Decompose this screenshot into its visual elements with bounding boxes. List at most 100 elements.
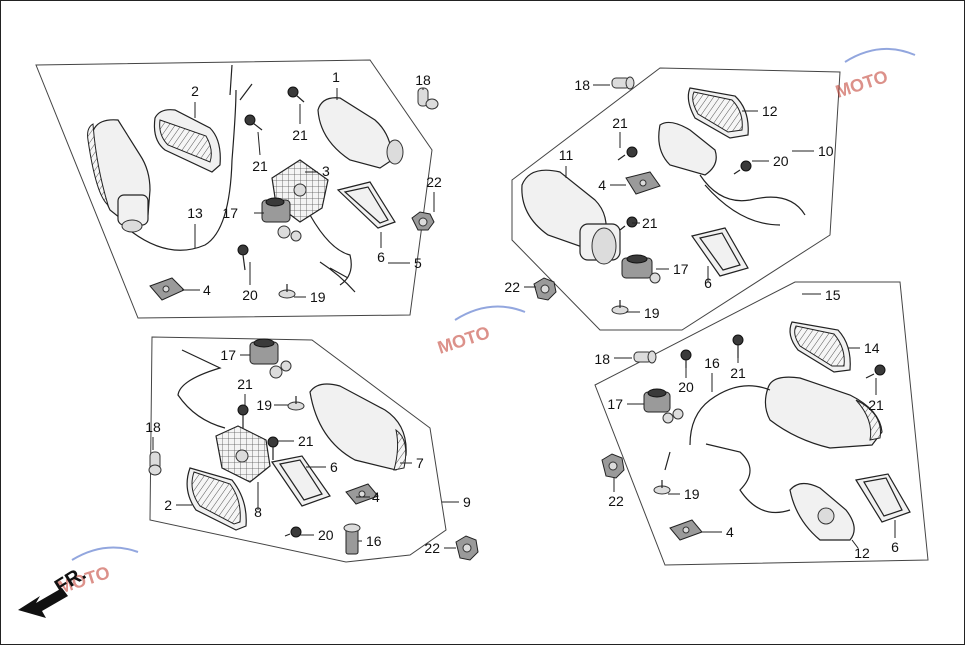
callout-g3-18: 18 — [145, 419, 161, 435]
screw-21-rear-left-a — [237, 404, 249, 428]
bulb-18-front-right — [611, 76, 635, 90]
gasket-6-rear-left — [270, 455, 331, 507]
group-outline-rear-right — [594, 281, 929, 566]
bulb-18-front-left — [417, 87, 439, 110]
callout-g3-2: 2 — [164, 497, 172, 513]
group-rear-left-parts — [148, 338, 479, 561]
callout-g3-22: 22 — [424, 540, 440, 556]
watermark-logo-center: MOTO — [435, 305, 526, 358]
group-front-left-parts — [87, 64, 439, 301]
indicator-body-10 — [658, 121, 806, 226]
callout-g4-14: 14 — [864, 340, 880, 356]
svg-text:MOTO: MOTO — [435, 322, 492, 358]
callout-g4-21b: 21 — [868, 397, 884, 413]
connector-5-front-left — [319, 261, 356, 293]
lens-12-front-right — [687, 87, 749, 139]
callout-g1-5: 5 — [414, 255, 422, 271]
screw-21-rear-left-b — [267, 436, 279, 460]
screw-21-front-left-a — [287, 86, 305, 103]
callout-g3-17: 17 — [220, 347, 236, 363]
group-outline-rear-left — [149, 336, 447, 563]
group-rear-right-parts — [601, 321, 911, 541]
callout-g4-15: 15 — [825, 287, 841, 303]
clip-4-rear-right — [669, 519, 703, 541]
socket-17-front-left — [261, 197, 302, 242]
callout-g2-6: 6 — [704, 275, 712, 291]
screw-20-front-left — [237, 244, 249, 271]
callout-g2-11: 11 — [559, 147, 574, 163]
callout-g4-4: 4 — [726, 524, 734, 540]
screw-20-front-right — [733, 160, 752, 175]
gasket-6-rear-right — [855, 473, 911, 523]
wire-rear-right — [664, 443, 791, 514]
callout-g1-20: 20 — [242, 287, 258, 303]
callout-g2-19: 19 — [644, 305, 660, 321]
callout-g4-21a: 21 — [730, 365, 746, 381]
callout-g4-16: 16 — [704, 355, 720, 371]
callout-g3-21a: 21 — [237, 376, 253, 392]
leader-line-g1-21b — [257, 131, 261, 156]
nut-22-front-left — [411, 211, 435, 231]
watermark-logo-top-right: MOTO — [833, 47, 916, 102]
socket-17-front-right — [621, 254, 661, 284]
nut-22-rear-right — [601, 453, 625, 479]
callout-g4-22: 22 — [608, 493, 624, 509]
screw-21-front-right-a — [617, 146, 638, 161]
callout-g2-22: 22 — [504, 279, 520, 295]
callout-g2-21a: 21 — [612, 115, 628, 131]
indicator-housing-7 — [309, 383, 407, 471]
callout-g4-18: 18 — [594, 351, 610, 367]
callout-g1-17: 17 — [222, 205, 238, 221]
callout-g4-20: 20 — [678, 379, 694, 395]
callout-g1-1: 1 — [332, 69, 340, 85]
screw-21-front-left-b — [244, 114, 263, 131]
wire-rear-left — [177, 349, 226, 429]
group-outline-front-left — [35, 59, 433, 319]
screw-19-rear-right — [653, 480, 671, 495]
callout-g1-3: 3 — [322, 163, 330, 179]
indicator-housing-16-rear-right — [689, 376, 883, 449]
callout-g3-20: 20 — [318, 527, 334, 543]
lens-14-rear-right — [789, 321, 851, 373]
callout-g1-21b: 21 — [252, 158, 268, 174]
callout-g4-6: 6 — [891, 539, 899, 555]
callout-g3-7: 7 — [416, 455, 424, 471]
clip-4-rear-left — [345, 483, 379, 505]
callout-g2-21b: 21 — [642, 215, 658, 231]
bulb-18-rear-right — [633, 350, 657, 364]
nut-22-front-right — [533, 277, 557, 301]
callout-g2-20: 20 — [773, 153, 789, 169]
screw-19-front-right — [611, 300, 629, 315]
callout-g1-19: 19 — [310, 289, 326, 305]
nut-22-rear-left — [455, 535, 479, 561]
callout-g3-6: 6 — [330, 459, 338, 475]
callout-g1-18: 18 — [415, 72, 431, 88]
wire-ends-front-left — [229, 64, 253, 101]
socket-17-rear-left — [249, 338, 292, 379]
clip-4-front-left — [149, 277, 185, 301]
screw-21-rear-right-b — [865, 364, 886, 379]
callout-g2-12: 12 — [762, 103, 778, 119]
callout-g4-19: 19 — [684, 486, 700, 502]
callout-g3-4: 4 — [372, 489, 380, 505]
screw-20-rear-left — [284, 526, 302, 538]
mount-plate-8 — [215, 425, 271, 483]
lens-2-rear-left — [186, 467, 247, 531]
screw-19-rear-left — [287, 396, 305, 411]
socket-17-rear-right — [643, 388, 684, 424]
callout-g3-16: 16 — [366, 533, 382, 549]
callout-g2-17: 17 — [673, 261, 689, 277]
callout-g2-4: 4 — [598, 177, 606, 193]
screw-21-front-right-b — [619, 216, 638, 231]
indicator-body-12-rear-right — [789, 482, 855, 541]
callout-g3-9: 9 — [463, 494, 471, 510]
callout-g4-12: 12 — [854, 545, 870, 561]
group-outline-front-right — [511, 67, 841, 331]
callout-g1-4: 4 — [203, 282, 211, 298]
callout-g2-10: 10 — [818, 143, 834, 159]
callout-g3-21b: 21 — [298, 433, 314, 449]
front-direction-arrow-icon — [18, 588, 68, 618]
svg-text:MOTO: MOTO — [833, 66, 890, 102]
callout-g2-18: 18 — [574, 77, 590, 93]
